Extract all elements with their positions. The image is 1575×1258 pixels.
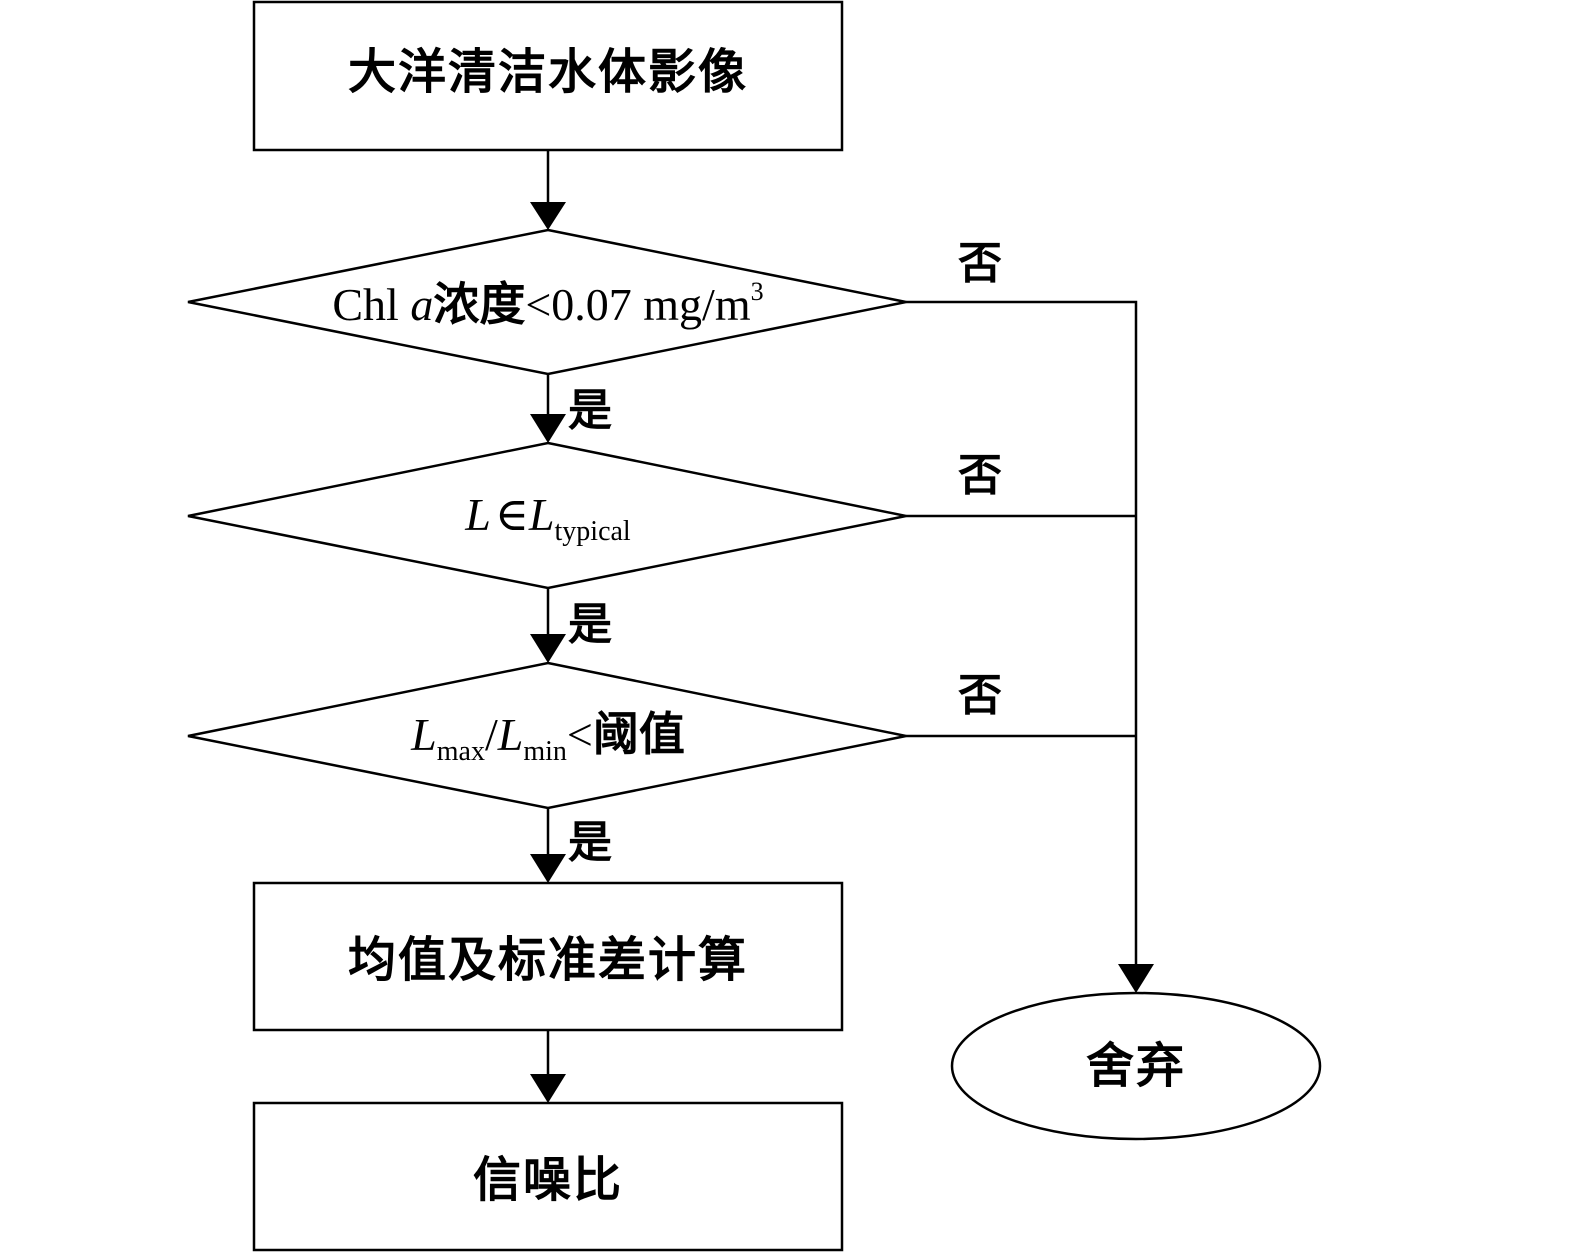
arrowhead-stats-to-snr [530,1074,566,1103]
edge-label-no-1: 否 [958,238,1002,289]
edge-label-no-2: 否 [958,450,1002,501]
arrowhead-to-discard [1118,964,1154,993]
node-snr-label: 信噪比 [473,1152,623,1208]
decision-ratio: Lmax/Lmin<阈值 [187,661,907,810]
node-stats-label: 均值及标准差计算 [348,932,748,988]
node-discard: 舍弃 [950,991,1322,1141]
node-stats: 均值及标准差计算 [252,881,844,1032]
connectors [530,150,1154,1103]
node-discard-label: 舍弃 [1086,1038,1186,1094]
connector-chl-no [906,300,1138,968]
arrowhead-start-to-chl [530,202,566,230]
edge-label-yes-3: 是 [568,817,612,868]
decision-chl: Chl a浓度<0.07 mg/m3 [187,228,907,376]
decision-ratio-label: Lmax/Lmin<阈值 [410,707,685,767]
edge-label-yes-2: 是 [568,599,612,650]
decision-typical-label: L∈Ltypical [464,489,631,547]
node-start-label: 大洋清洁水体影像 [348,44,748,100]
edge-labels: 是 是 是 否 否 否 [568,238,1002,868]
arrowhead-typical-to-ratio [530,634,566,663]
arrowhead-chl-to-typical [530,414,566,443]
edge-label-yes-1: 是 [568,385,612,436]
node-snr: 信噪比 [252,1101,844,1252]
node-start: 大洋清洁水体影像 [252,0,844,152]
arrowhead-ratio-to-stats [530,854,566,883]
edge-label-no-3: 否 [958,670,1002,721]
decision-typical: L∈Ltypical [187,441,907,590]
decision-chl-label: Chl a浓度<0.07 mg/m3 [332,277,763,331]
